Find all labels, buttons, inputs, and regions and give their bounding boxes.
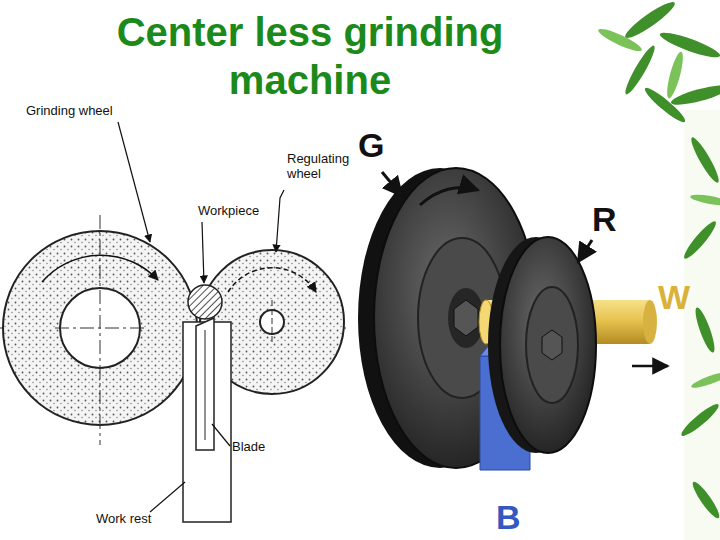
part-label: Grinding wheel xyxy=(26,104,146,119)
bamboo-decoration xyxy=(596,0,720,540)
part-letter: W xyxy=(658,278,698,317)
part-label: Work rest xyxy=(96,512,176,527)
part-letter: B xyxy=(496,498,536,537)
part-label: Workpiece xyxy=(198,204,288,219)
machine-illustration xyxy=(358,168,668,470)
part-label: Regulating wheel xyxy=(287,152,365,182)
slide-title: Center less grinding machine xyxy=(60,8,560,104)
part-letter: G xyxy=(358,126,398,165)
part-label: Blade xyxy=(232,440,292,455)
schematic-drawing xyxy=(0,122,350,522)
part-letter: R xyxy=(592,200,632,239)
